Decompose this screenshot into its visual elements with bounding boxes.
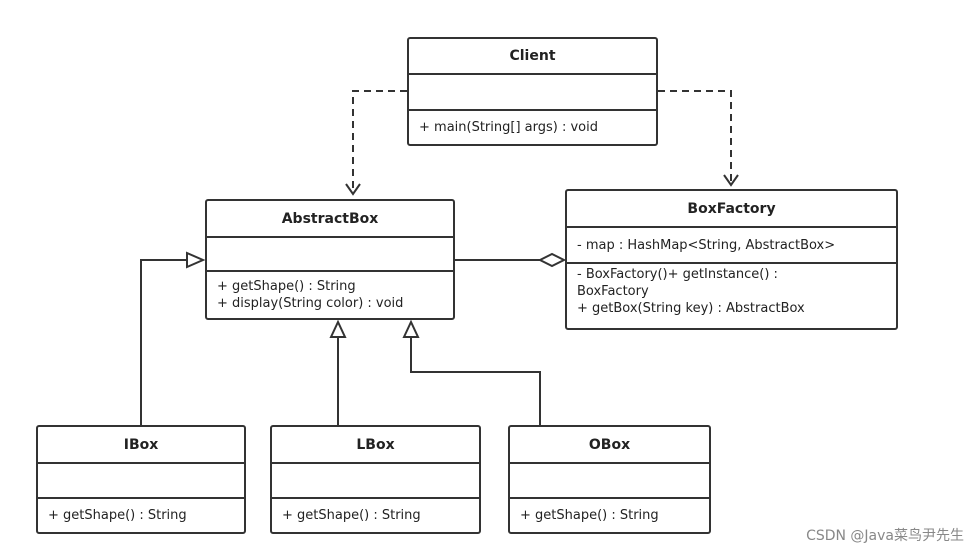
dependency-arrowhead-abstractbox bbox=[345, 183, 361, 196]
dependency-client-boxfactory bbox=[658, 90, 732, 184]
class-attributes bbox=[207, 238, 453, 272]
method: + getShape() : String bbox=[282, 508, 421, 523]
method: + main(String[] args) : void bbox=[419, 120, 598, 135]
class-methods: + getShape() : String bbox=[272, 499, 479, 532]
class-methods: + main(String[] args) : void bbox=[409, 111, 656, 144]
class-client: Client + main(String[] args) : void bbox=[407, 37, 658, 146]
class-methods: + getShape() : String + display(String c… bbox=[207, 272, 453, 318]
generalization-arrow-ibox bbox=[186, 251, 206, 269]
class-methods: + getShape() : String bbox=[38, 499, 244, 532]
class-name: LBox bbox=[272, 427, 479, 464]
method: - BoxFactory()+ getInstance() : BoxFacto… bbox=[577, 267, 778, 299]
method: + getShape() : String bbox=[520, 508, 659, 523]
class-name: IBox bbox=[38, 427, 244, 464]
class-name: Client bbox=[409, 39, 656, 75]
method: + getShape() : String bbox=[217, 279, 356, 294]
generalization-arrow-obox bbox=[402, 319, 420, 338]
class-name: BoxFactory bbox=[567, 191, 896, 228]
method: + display(String color) : void bbox=[217, 296, 404, 311]
watermark-text: CSDN @Java菜鸟尹先生 bbox=[806, 528, 964, 544]
class-boxfactory: BoxFactory - map : HashMap<String, Abstr… bbox=[565, 189, 898, 330]
generalization-ibox bbox=[140, 259, 187, 425]
class-abstractbox: AbstractBox + getShape() : String + disp… bbox=[205, 199, 455, 320]
method: + getBox(String key) : AbstractBox bbox=[577, 301, 805, 316]
class-methods: - BoxFactory()+ getInstance() : BoxFacto… bbox=[567, 264, 896, 328]
class-attributes bbox=[38, 464, 244, 499]
class-attributes bbox=[510, 464, 709, 499]
class-name: AbstractBox bbox=[207, 201, 453, 238]
class-attributes bbox=[272, 464, 479, 499]
class-attributes bbox=[409, 75, 656, 111]
dependency-arrowhead-boxfactory bbox=[723, 174, 739, 187]
class-ibox: IBox + getShape() : String bbox=[36, 425, 246, 534]
generalization-obox bbox=[410, 337, 541, 425]
dependency-client-abstractbox bbox=[352, 90, 407, 193]
class-obox: OBox + getShape() : String bbox=[508, 425, 711, 534]
class-name: OBox bbox=[510, 427, 709, 464]
class-lbox: LBox + getShape() : String bbox=[270, 425, 481, 534]
class-attributes: - map : HashMap<String, AbstractBox> bbox=[567, 228, 896, 264]
method: + getShape() : String bbox=[48, 508, 187, 523]
class-methods: + getShape() : String bbox=[510, 499, 709, 532]
generalization-arrow-lbox bbox=[329, 319, 347, 338]
aggregation-diamond bbox=[537, 252, 567, 268]
attribute: - map : HashMap<String, AbstractBox> bbox=[577, 237, 836, 253]
